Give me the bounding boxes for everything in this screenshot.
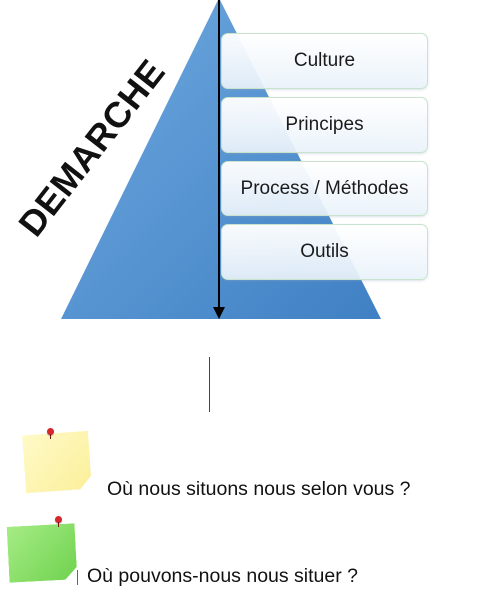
push-pin-icon — [47, 428, 54, 439]
text-cursor-mark — [77, 570, 78, 585]
arrow-down-icon — [213, 307, 225, 319]
push-pin-icon — [55, 516, 62, 527]
question-current-position: Où nous situons nous selon vous ? — [107, 478, 411, 500]
layer-outils: Outils — [221, 224, 428, 280]
layer-process-methodes: Process / Méthodes — [221, 161, 428, 216]
layer-culture: Culture — [221, 33, 428, 89]
sticky-note-green-icon — [7, 523, 78, 582]
layer-principes: Principes — [221, 97, 428, 153]
question-target-position: Où pouvons-nous nous situer ? — [87, 565, 359, 587]
sticky-note-yellow-icon — [22, 431, 92, 493]
text-cursor-divider — [209, 357, 210, 412]
